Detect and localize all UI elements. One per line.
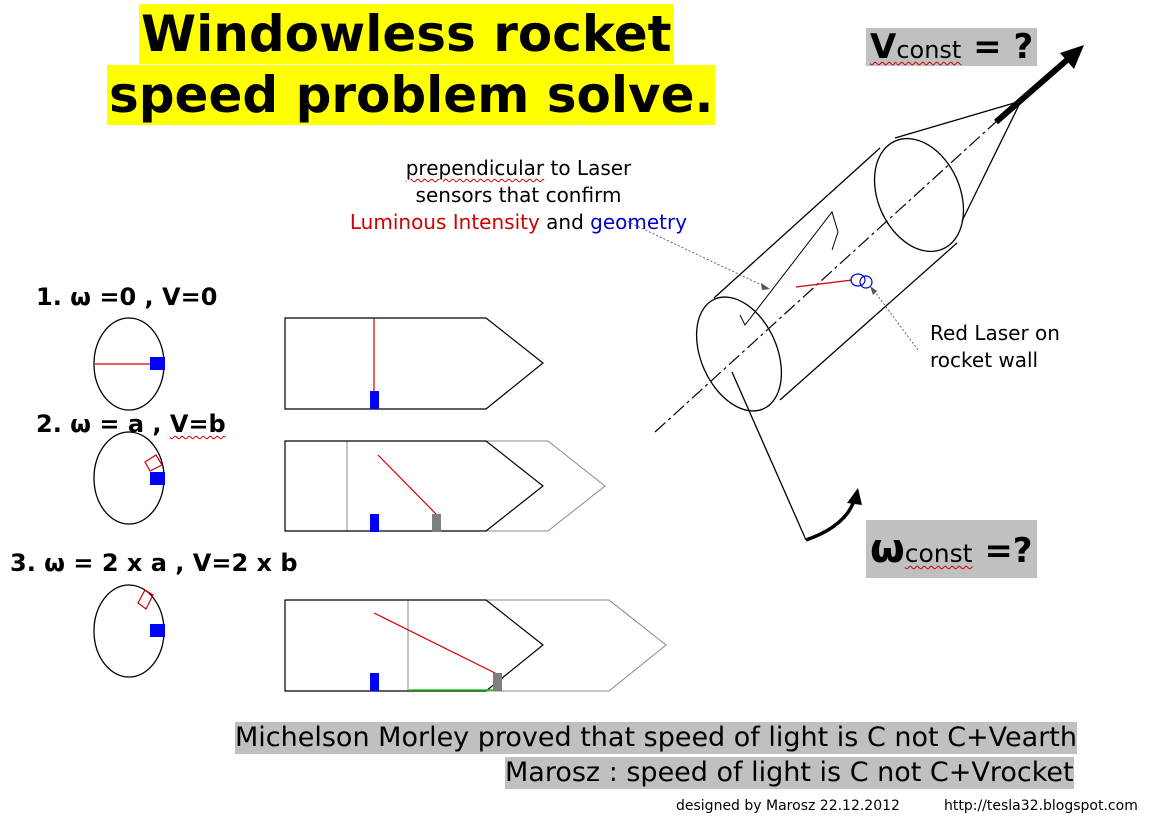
case1-sensor-side [370,391,379,409]
case-2-label: 2. ω = a , V=b [36,410,226,438]
omega-symbol: ω [870,526,905,572]
rotation-arrowhead [847,488,862,505]
geometry-text: geometry [590,210,688,234]
case-1-label: 1. ω =0 , V=0 [36,283,218,311]
case2-gray-sensor [432,514,441,532]
rocket-sensor-ring-2 [859,275,873,289]
case2-laser-marker [144,454,163,472]
rocket-top-edge [713,147,881,299]
sensor-annotation-leader [619,217,769,289]
case1-sensor [150,357,165,370]
velocity-label: Vconst = ? [866,27,1038,67]
rocket-3d [619,45,1084,542]
rocket-inner-laser [795,279,853,288]
laser-annotation-line2: rocket wall [930,348,1039,372]
rocket-nose-bottom [961,100,1022,222]
bottom-line-1: Michelson Morley proved that speed of li… [235,722,1077,754]
bottom-line-2: Marosz : speed of light is C not C+Vrock… [505,757,1074,789]
case2-laser-side [377,454,437,515]
rocket-nose-top [894,100,1022,139]
case3-sensor-side [370,673,379,691]
sensor-annotation-rest: to Laser [544,156,632,180]
title-line-1: Windowless rocket [139,4,674,64]
sensor-annotation-word: prependicular [405,156,545,180]
sensor-annotation-line1: prependicular to Laser [326,155,711,182]
velocity-arrow [994,57,1069,125]
case3-rocket-side [284,599,544,692]
laser-annotation-line1: Red Laser on [930,321,1060,345]
omega-label: ωconst =? [866,520,1037,578]
omega-suffix: =? [972,531,1033,571]
case3-gray-sensor [493,673,502,691]
case2-sensor-side [370,514,379,532]
velocity-arrowhead [1060,45,1084,69]
case2-rocket-ghost [346,440,606,532]
case-3-label: 3. ω = 2 x a , V=2 x b [10,549,298,577]
and-text: and [539,210,591,234]
velocity-suffix: = ? [961,27,1034,67]
sensor-annotation-line3: Luminous Intensity and geometry [326,209,711,236]
case-2-omega: 2. ω = a , [36,410,170,438]
laser-annotation-leader [871,287,919,351]
case2-rocket-side [284,440,544,532]
luminous-intensity-text: Luminous Intensity [349,210,540,234]
rocket-front-ellipse [873,137,965,253]
case1-rocket-side [284,317,544,410]
rocket-sensor-ring [850,273,866,287]
sensor-annotation-leader-head [761,283,770,290]
case3-sensor [150,624,165,637]
rotation-arrow [805,497,857,542]
title-line-2: speed problem solve. [107,65,716,125]
rocket-bottom-edge [779,242,958,401]
omega-subscript: const [904,539,973,568]
footer-designed: designed by Marosz 22.12.2012 [676,798,900,814]
rocket-axis [654,99,1021,433]
case3-rocket-ghost [407,599,667,692]
rocket-rear-ellipse [695,296,783,412]
laser-annotation: Red Laser on rocket wall [930,320,1060,374]
case2-sensor [150,472,165,485]
rocket-inner-panel [739,210,839,326]
velocity-subscript: const [896,36,962,64]
sensor-annotation-line2: sensors that confirm [415,183,622,207]
velocity-symbol: V [870,27,897,67]
footer-url[interactable]: http://tesla32.blogspot.com [944,798,1138,814]
rotation-pointer [731,371,807,541]
sensor-annotation: prependicular to Laser sensors that conf… [326,155,711,236]
case-2-velocity: V=b [169,410,226,438]
laser-annotation-leader-head [870,286,877,295]
case3-laser-side [373,612,498,675]
case3-laser-marker [137,589,154,610]
